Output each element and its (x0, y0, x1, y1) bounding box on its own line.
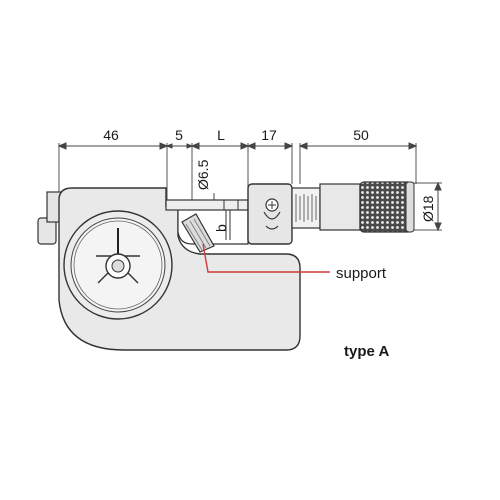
dim-b-label: b (213, 224, 229, 232)
support-callout-line (202, 243, 330, 273)
extension-lines (58, 143, 442, 231)
support-label: support (336, 265, 387, 282)
knurled-thimble (359, 181, 415, 233)
dim-50-label: 50 (353, 127, 369, 143)
dim-diameter-6-5-label: Ø6.5 (195, 159, 211, 190)
dim-17-label: 17 (261, 127, 277, 143)
dimension-lines (57, 142, 442, 232)
support-block (181, 213, 215, 253)
dim-l-label: L (217, 127, 225, 143)
type-caption: type A (344, 343, 389, 360)
dial-gauge (63, 210, 173, 320)
micrometer-sleeve (291, 183, 361, 231)
dim-46-label: 46 (103, 127, 119, 143)
dim-diameter-18-label: Ø18 (420, 195, 436, 222)
dim-5-label: 5 (175, 127, 183, 143)
lock-clamp (247, 183, 293, 245)
